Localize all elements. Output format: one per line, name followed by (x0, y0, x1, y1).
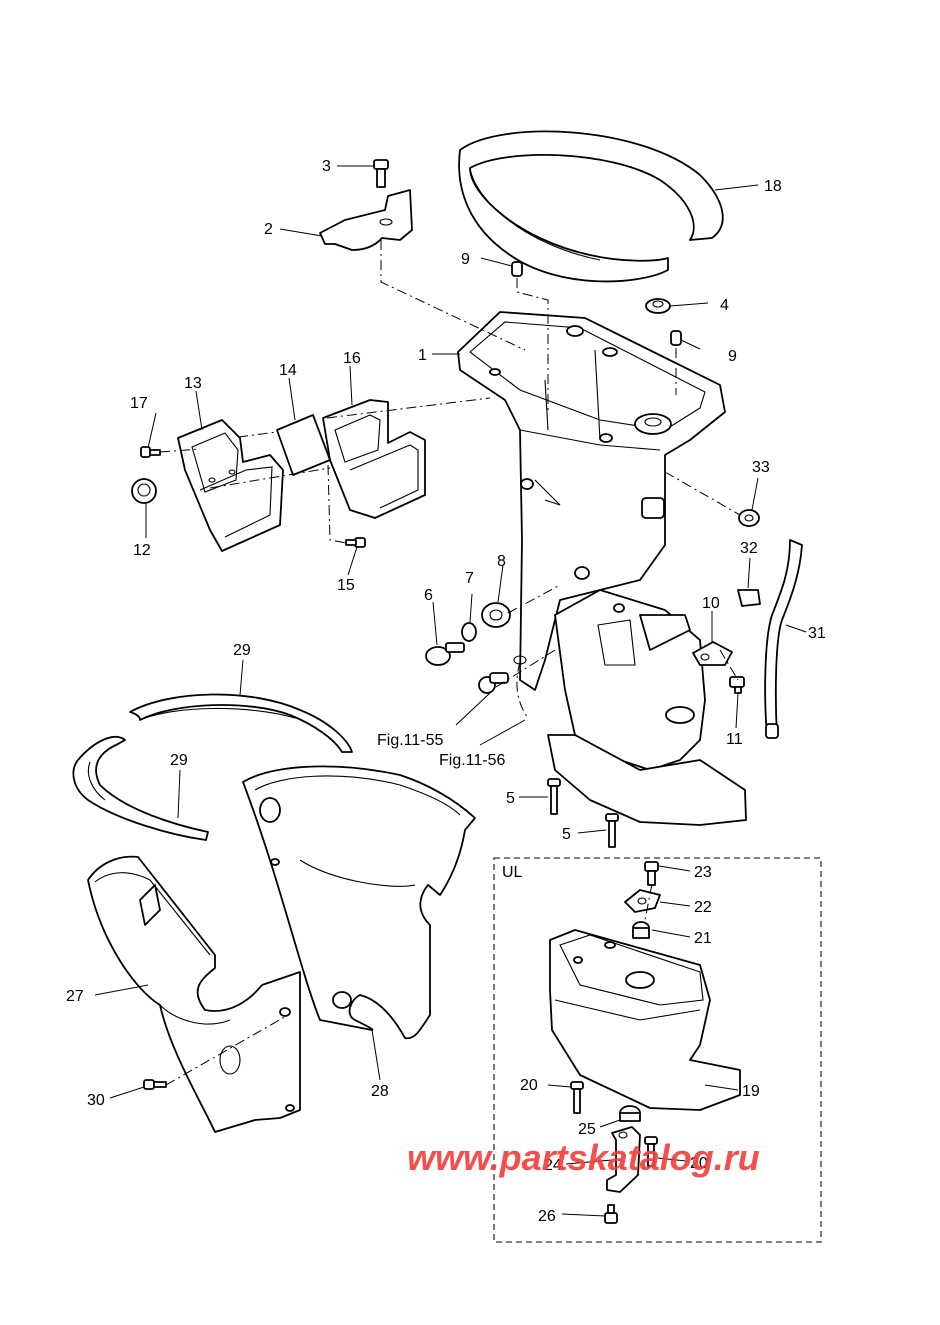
label-16: 16 (343, 350, 361, 367)
part-9-dowel-pin-right (670, 330, 682, 346)
ul-inset (493, 857, 822, 1243)
label-ul: UL (502, 864, 523, 881)
part-6-bolt (425, 642, 465, 666)
part-24-bracket (606, 1126, 641, 1193)
part-33-grommet (738, 509, 760, 527)
label-32: 32 (740, 540, 758, 557)
label-27: 27 (66, 988, 84, 1005)
fig-11-55-label[interactable]: Fig.11-55 (377, 732, 444, 749)
label-19: 19 (742, 1083, 760, 1100)
label-7: 7 (465, 570, 474, 587)
label-6: 6 (424, 587, 433, 604)
part-28-cover (242, 765, 476, 1040)
label-4: 4 (720, 297, 729, 314)
part-1-upper-casing (457, 311, 726, 691)
fig-11-56-label[interactable]: Fig.11-56 (439, 752, 506, 769)
part-11-bolt (729, 676, 745, 694)
label-22: 22 (694, 899, 712, 916)
label-21: 21 (694, 930, 712, 947)
label-9-upper: 9 (461, 251, 470, 268)
label-23: 23 (694, 864, 712, 881)
part-29-seal-lower (72, 736, 209, 841)
label-29-upper: 29 (233, 642, 251, 659)
part-9-dowel-pin-upper (511, 261, 523, 277)
label-25: 25 (578, 1121, 596, 1138)
part-3-bolt (373, 159, 389, 188)
label-28: 28 (371, 1083, 389, 1100)
part-12-grommet (131, 478, 157, 504)
label-30: 30 (87, 1092, 105, 1109)
part-labels: 3 2 1 9 9 4 18 17 13 14 16 12 15 6 7 8 3… (66, 158, 826, 1225)
label-17: 17 (130, 395, 148, 412)
part-26-bolt (604, 1204, 618, 1224)
part-22-plate (624, 889, 661, 913)
label-29-lower: 29 (170, 752, 188, 769)
label-24: 24 (544, 1157, 562, 1174)
part-21-collar (632, 921, 650, 939)
part-16-gasket (322, 399, 426, 519)
part-31-water-pipe (764, 539, 803, 739)
part-30-screw (143, 1079, 167, 1090)
label-10: 10 (702, 595, 720, 612)
part-5-bolt-upper (547, 778, 561, 815)
part-18-rubber-seal (458, 130, 724, 283)
label-26: 26 (538, 1208, 556, 1225)
leader-lines (94, 165, 807, 1217)
label-12: 12 (133, 542, 151, 559)
fig-11-56-hose (513, 655, 529, 719)
watermark: www.partskatalog.ru (407, 1137, 760, 1178)
fig-11-55-fitting (478, 672, 509, 694)
label-20-left: 20 (520, 1077, 538, 1094)
label-14: 14 (279, 362, 297, 379)
label-33: 33 (752, 459, 770, 476)
label-20-right: 20 (690, 1155, 708, 1172)
part-5-bolt-lower (605, 813, 619, 848)
label-18: 18 (764, 178, 782, 195)
part-19-casing-ul (549, 929, 741, 1111)
label-5-upper: 5 (506, 790, 515, 807)
label-3: 3 (322, 158, 331, 175)
label-15: 15 (337, 577, 355, 594)
label-1: 1 (418, 347, 427, 364)
label-2: 2 (264, 221, 273, 238)
part-4-grommet (645, 298, 671, 314)
part-20-bolt-right (644, 1136, 658, 1167)
part-27-cover (87, 855, 301, 1133)
part-32-plug (737, 589, 761, 607)
part-17-bolt (140, 446, 161, 458)
part-14-gasket (276, 414, 331, 476)
part-2-plate (319, 189, 413, 251)
label-13: 13 (184, 375, 202, 392)
part-20-bolt-left (570, 1081, 584, 1114)
part-15-bolt (345, 537, 366, 548)
part-10-bracket (692, 641, 733, 666)
part-29-seal-upper (129, 693, 353, 753)
lower-casing (547, 589, 747, 826)
part-8-collar (481, 602, 511, 628)
label-8: 8 (497, 553, 506, 570)
part-13-cover (177, 419, 284, 552)
label-5-lower: 5 (562, 826, 571, 843)
label-9-right: 9 (728, 348, 737, 365)
part-23-bolt (644, 861, 659, 886)
label-31: 31 (808, 625, 826, 642)
label-11: 11 (726, 731, 743, 748)
part-7-washer (461, 622, 477, 642)
assembly-lines (159, 240, 741, 1086)
part-25-grommet (619, 1105, 641, 1122)
